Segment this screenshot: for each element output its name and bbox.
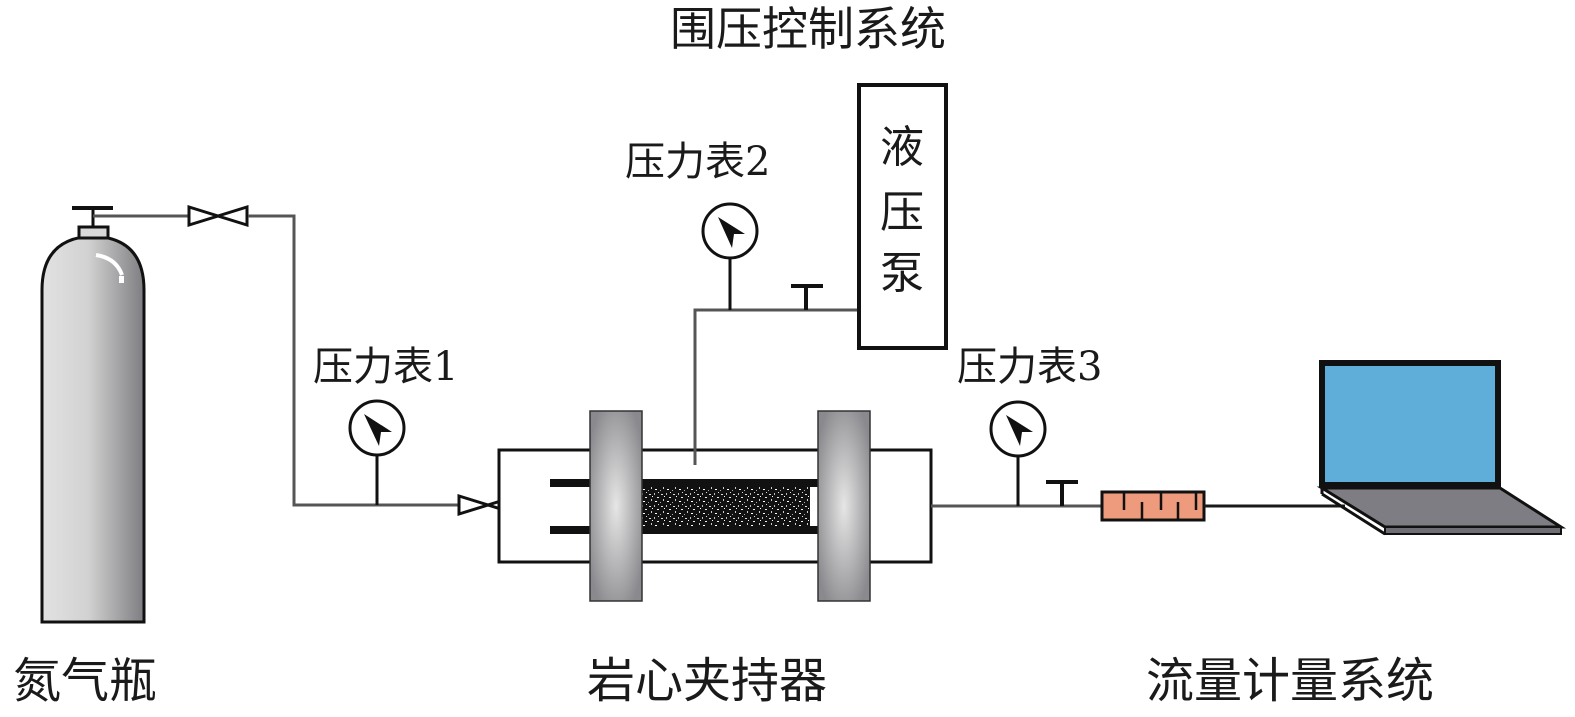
nitrogen-cylinder-label: 氮气瓶 (13, 653, 157, 709)
gauge-1-label: 压力表1 (313, 344, 458, 390)
pipe-confining-pressure (693, 308, 858, 465)
core-sample (640, 487, 810, 526)
flow-metering-system-label: 流量计量系统 (1146, 653, 1434, 709)
core-holder (497, 410, 933, 602)
pump-label-char-2: 压 (880, 187, 924, 238)
right-flange (817, 410, 871, 602)
pump-label-char-3: 泵 (880, 248, 924, 299)
core-holder-label: 岩心夹持器 (587, 653, 827, 709)
gauge-3-label: 压力表3 (957, 344, 1102, 390)
confining-pressure-control-label: 围压控制系统 (670, 2, 946, 56)
hydraulic-pump: 液 压 泵 (857, 83, 948, 350)
pump-label-char-1: 液 (880, 122, 924, 173)
nitrogen-cylinder-icon (40, 206, 146, 624)
valve-1-icon[interactable] (187, 204, 249, 228)
flowmeter-icon (1100, 490, 1206, 522)
left-flange (589, 410, 643, 602)
laptop-computer-icon[interactable] (1316, 360, 1567, 536)
pressure-gauge-2-icon (701, 202, 759, 310)
pressure-gauge-1-icon (348, 399, 406, 505)
bleed-valve-2-icon[interactable] (1046, 480, 1078, 506)
gauge-2-label: 压力表2 (625, 139, 770, 185)
pressure-gauge-3-icon (989, 400, 1047, 506)
bleed-valve-1-icon[interactable] (791, 284, 823, 310)
